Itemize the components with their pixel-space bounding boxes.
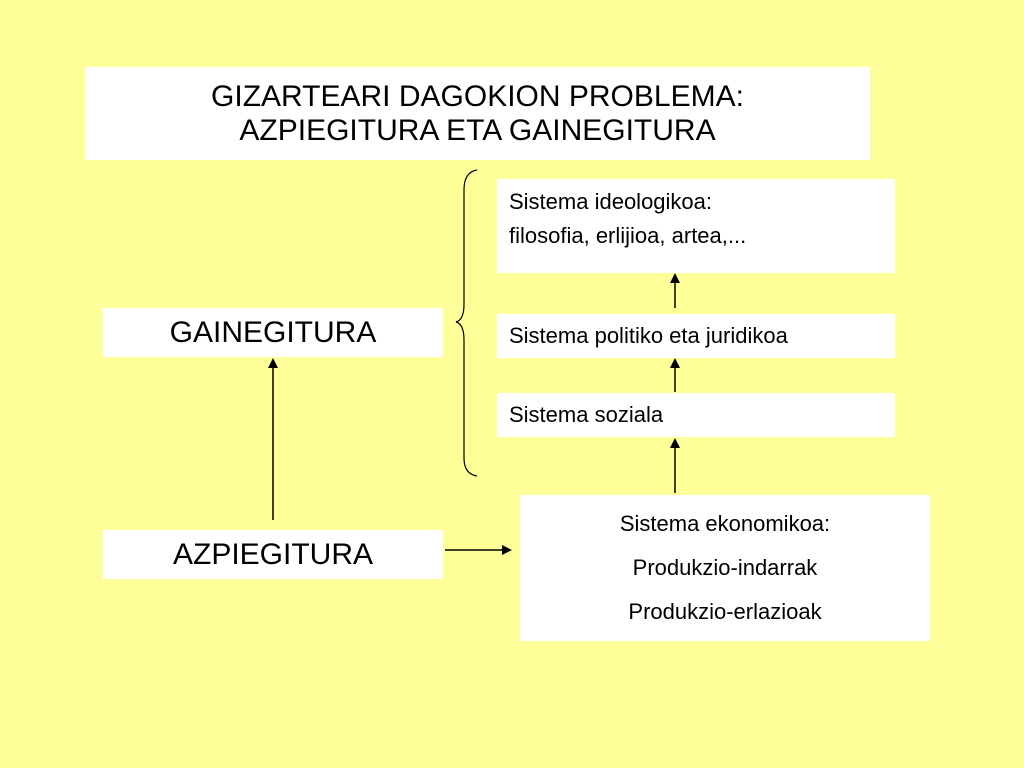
title-line-2: AZPIEGITURA ETA GAINEGITURA bbox=[239, 113, 716, 147]
politikoa-box: Sistema politiko eta juridikoa bbox=[497, 314, 895, 358]
title-line-1: GIZARTEARI DAGOKION PROBLEMA: bbox=[211, 79, 744, 113]
soziala-box: Sistema soziala bbox=[497, 393, 895, 437]
ekonomikoa-line-1: Sistema ekonomikoa: bbox=[619, 511, 831, 536]
ekonomikoa-box: Sistema ekonomikoa: Produkzio-indarrak P… bbox=[520, 495, 930, 641]
politikoa-label: Sistema politiko eta juridikoa bbox=[509, 323, 788, 348]
ideologikoa-line-2: filosofia, erlijioa, artea,... bbox=[509, 223, 747, 248]
brace bbox=[455, 169, 478, 477]
gainegitura-box: GAINEGITURA bbox=[103, 308, 443, 357]
soziala-label: Sistema soziala bbox=[509, 402, 664, 427]
ideologikoa-box: Sistema ideologikoa: filosofia, erlijioa… bbox=[497, 179, 895, 273]
azpiegitura-box: AZPIEGITURA bbox=[103, 530, 443, 579]
title-box: GIZARTEARI DAGOKION PROBLEMA: AZPIEGITUR… bbox=[85, 67, 870, 160]
ekonomikoa-line-3: Produkzio-erlazioak bbox=[628, 599, 822, 624]
gainegitura-label: GAINEGITURA bbox=[169, 315, 377, 349]
ideologikoa-line-1: Sistema ideologikoa: bbox=[509, 189, 713, 214]
ekonomikoa-line-2: Produkzio-indarrak bbox=[632, 555, 818, 580]
azpiegitura-label: AZPIEGITURA bbox=[172, 537, 374, 571]
